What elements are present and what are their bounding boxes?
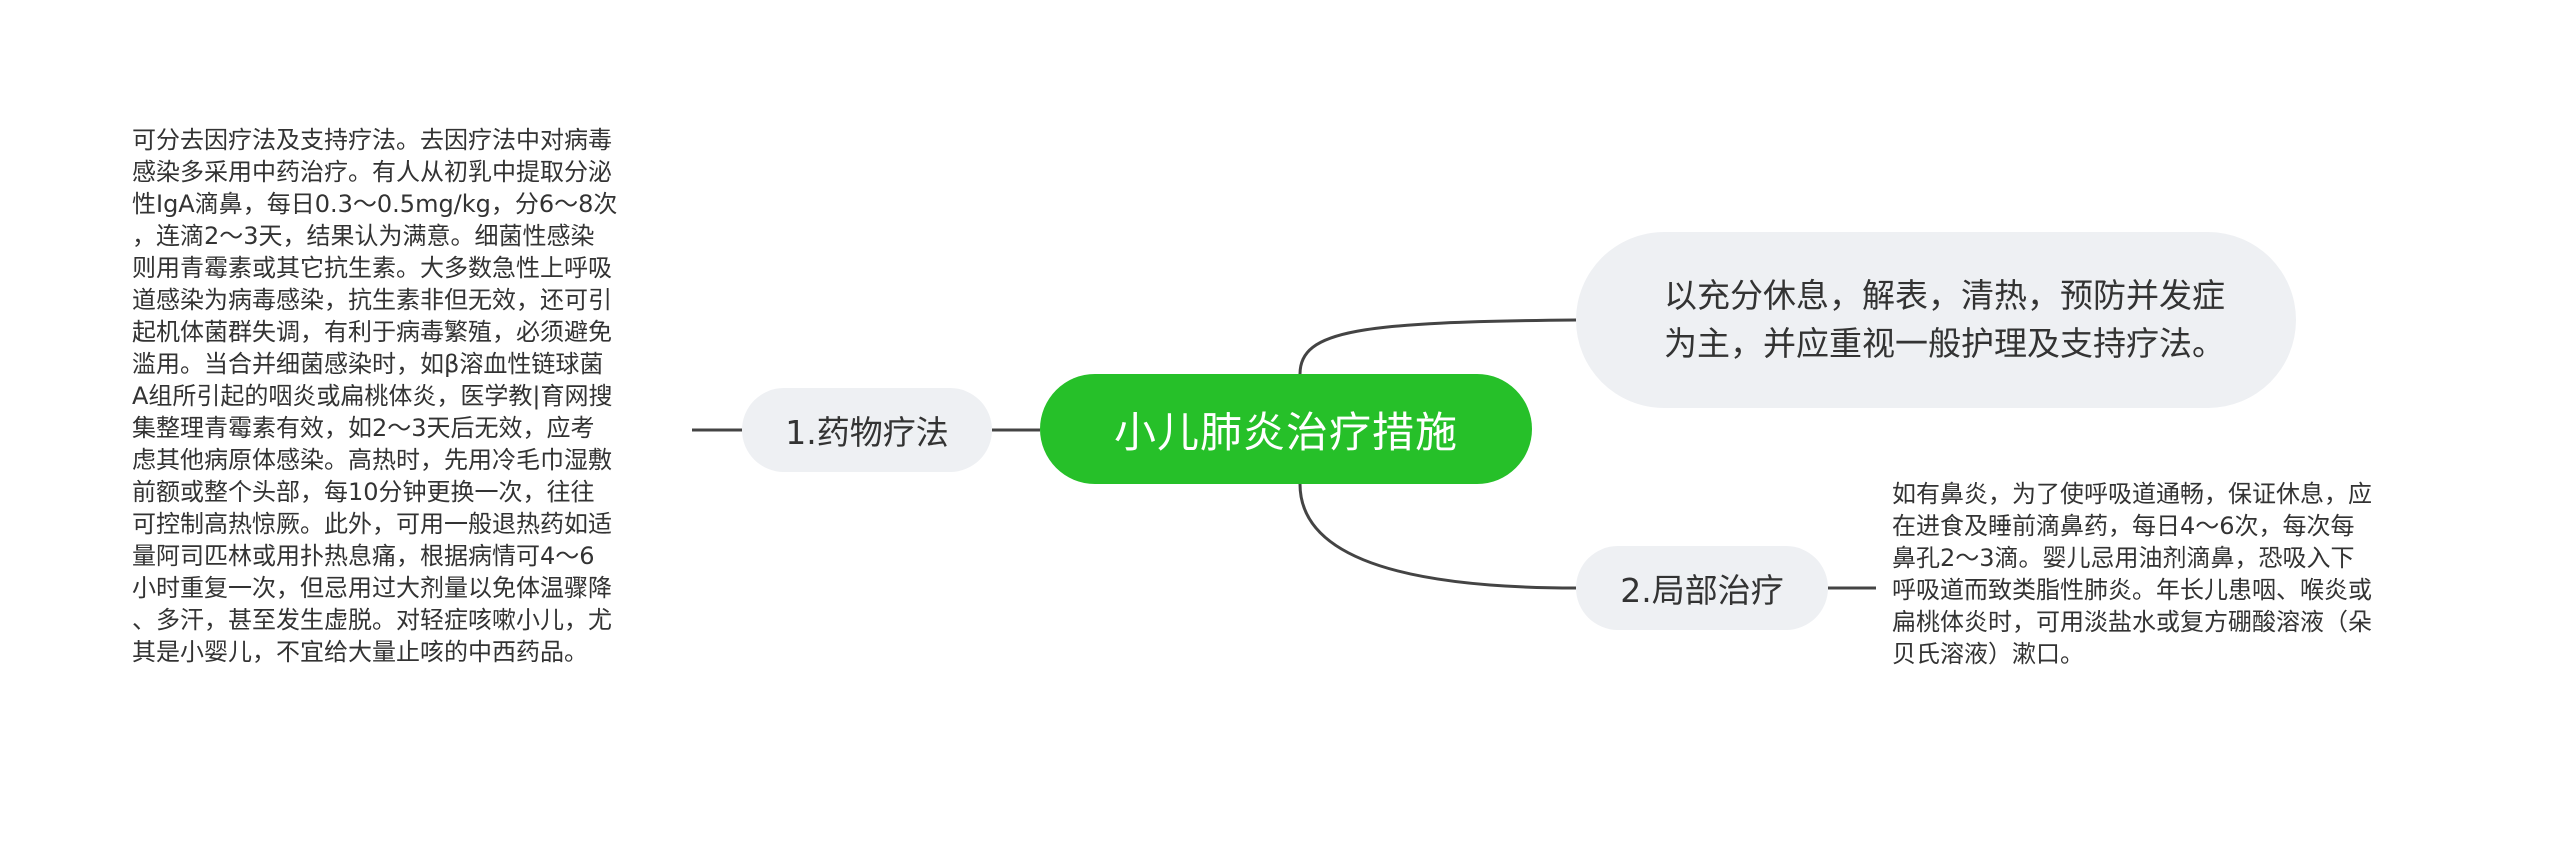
local-treatment-label: 2.局部治疗	[1620, 571, 1784, 610]
local-treatment-topic[interactable]: 2.局部治疗	[1576, 546, 1828, 630]
link-root-to-local-treatment	[1298, 483, 1577, 590]
root-topic-label: 小儿肺炎治疗措施	[1113, 407, 1458, 457]
drug-therapy-label: 1.药物疗法	[785, 413, 949, 452]
root-topic[interactable]: 小儿肺炎治疗措施	[1040, 374, 1532, 484]
summary-topic[interactable]: 以充分休息，解表，清热，预防并发症为主，并应重视一般护理及支持疗法。	[1576, 232, 2296, 408]
local-treatment-detail[interactable]: 如有鼻炎，为了使呼吸道通畅，保证休息，应 在进食及睡前滴鼻药，每日4～6次，每次…	[1892, 480, 2372, 668]
drug-therapy-detail[interactable]: 可分去因疗法及支持疗法。去因疗法中对病毒 感染多采用中药治疗。有人从初乳中提取分…	[132, 126, 618, 666]
drug-therapy-topic[interactable]: 1.药物疗法	[742, 388, 992, 472]
summary-topic-label: 以充分休息，解表，清热，预防并发症为主，并应重视一般护理及支持疗法。	[1664, 276, 2225, 363]
link-root-to-summary	[1298, 318, 1577, 375]
